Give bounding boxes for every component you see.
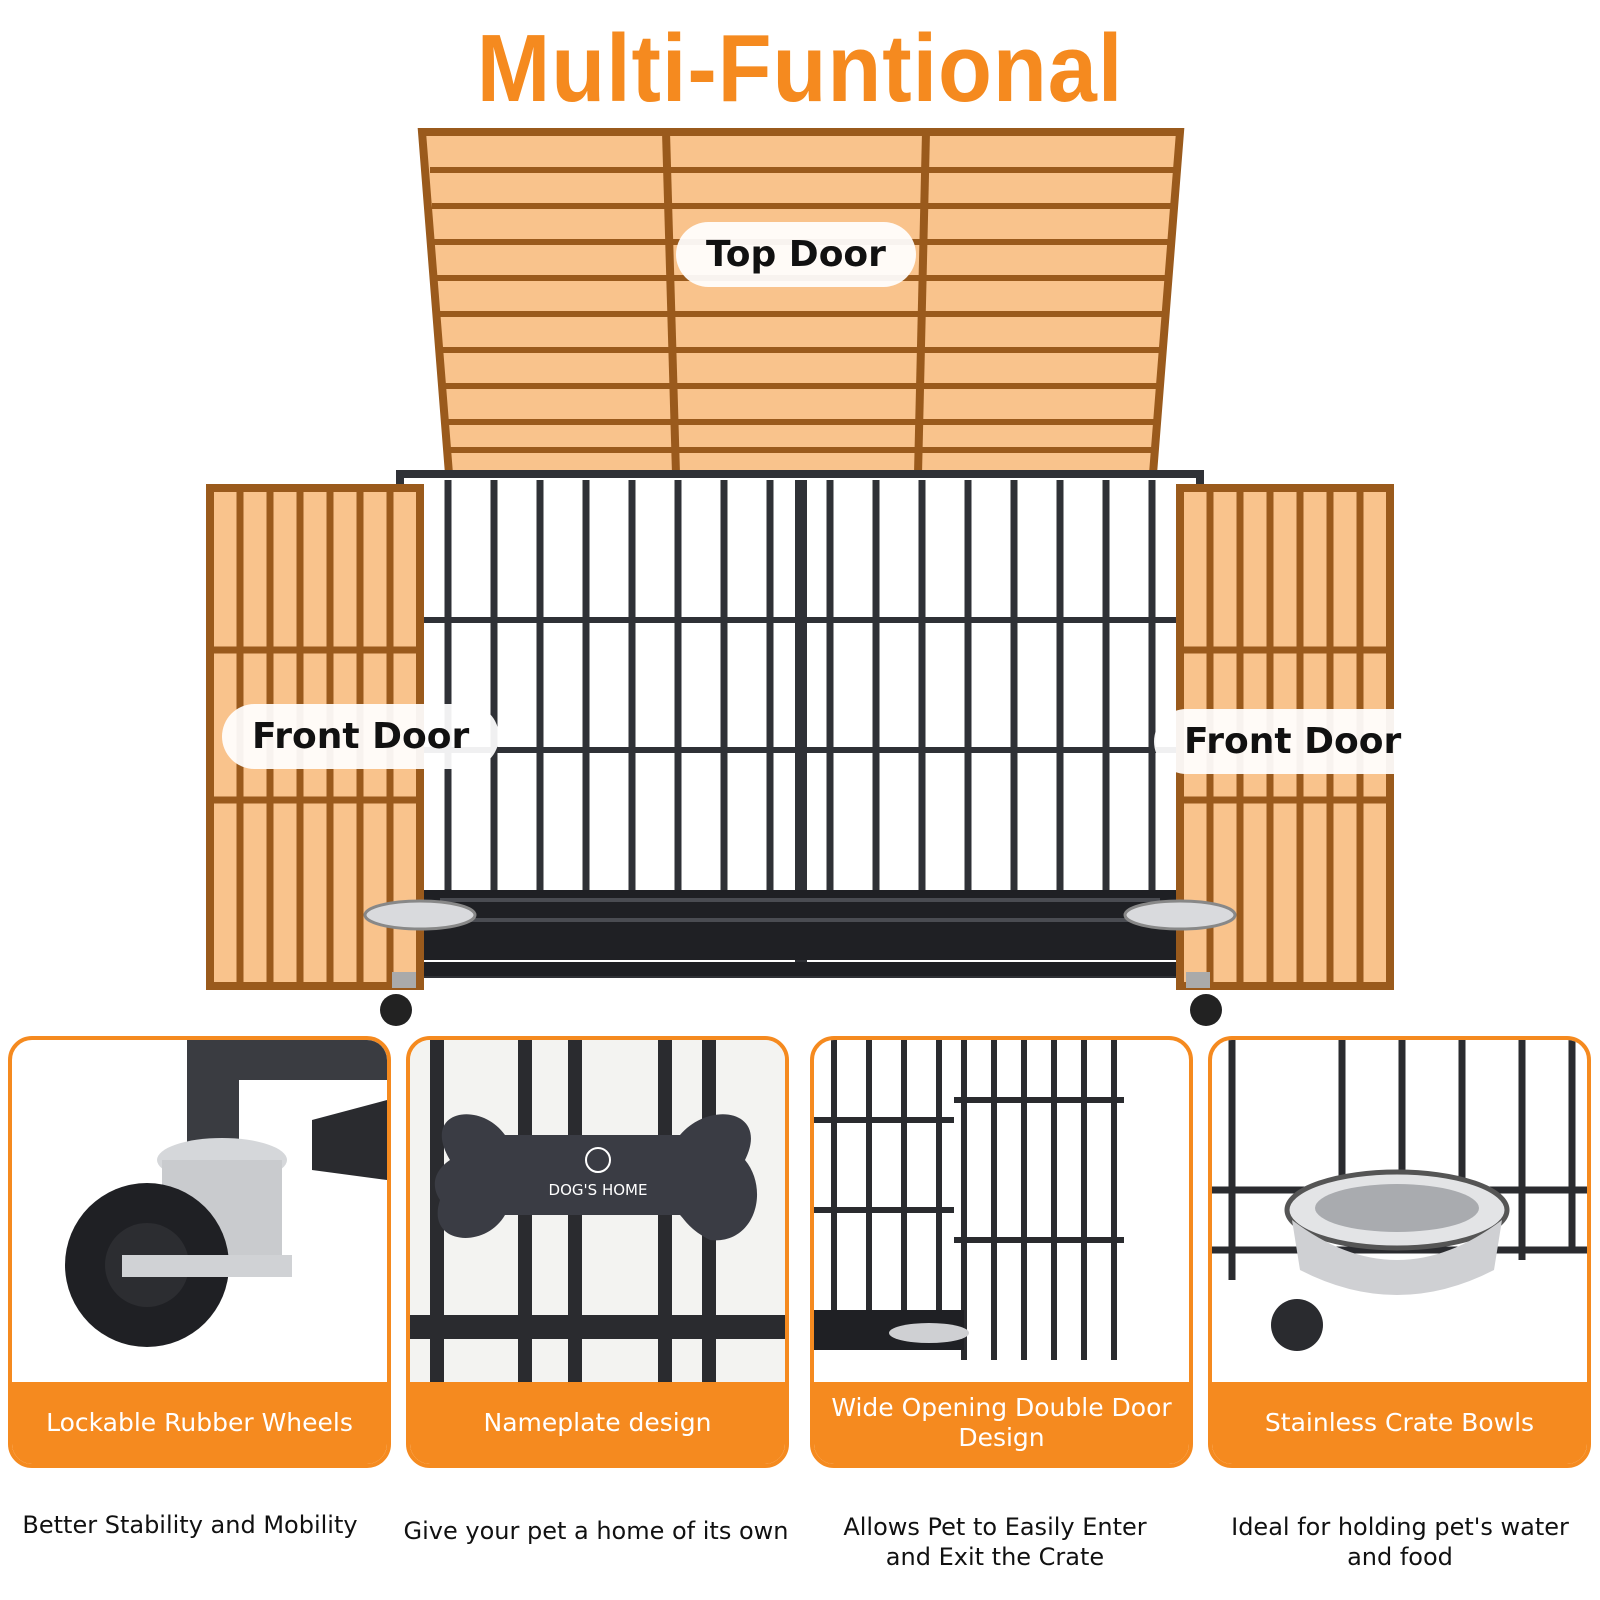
feature-caption: Give your pet a home of its own bbox=[403, 1517, 789, 1545]
nameplate-text: DOG'S HOME bbox=[549, 1181, 648, 1199]
top-door-label: Top Door bbox=[676, 222, 916, 287]
feature-card-double-door: Wide Opening Double Door Design bbox=[810, 1036, 1193, 1468]
feature-title: Stainless Crate Bowls bbox=[1212, 1382, 1587, 1464]
bowl-right bbox=[1123, 899, 1237, 931]
page-title: Multi-Funtional bbox=[476, 15, 1124, 122]
cage-body bbox=[396, 470, 1204, 978]
wheel-photo bbox=[65, 1040, 387, 1347]
feature-title: Lockable Rubber Wheels bbox=[12, 1382, 387, 1464]
double-door-photo bbox=[814, 1040, 1124, 1360]
front-door-right-label: Front Door bbox=[1154, 709, 1432, 774]
bowl-photo bbox=[1212, 1040, 1587, 1351]
feature-caption: Allows Pet to Easily Enter and Exit the … bbox=[843, 1513, 1147, 1571]
bowl-left bbox=[363, 899, 477, 931]
feature-title: Wide Opening Double Door Design bbox=[814, 1382, 1189, 1464]
top-door bbox=[417, 128, 1185, 478]
feature-card-nameplate: DOG'S HOME Nameplate design bbox=[406, 1036, 789, 1468]
feature-card-bowls: Stainless Crate Bowls bbox=[1208, 1036, 1591, 1468]
wheels bbox=[380, 972, 1222, 1026]
front-door-left-label: Front Door bbox=[222, 704, 500, 769]
feature-caption: Ideal for holding pet's water and food bbox=[1231, 1513, 1569, 1571]
feature-caption: Better Stability and Mobility bbox=[22, 1511, 358, 1539]
nameplate-photo: DOG'S HOME bbox=[410, 1040, 785, 1386]
feature-title: Nameplate design bbox=[410, 1382, 785, 1464]
dog-logo-icon bbox=[585, 1147, 611, 1173]
feature-card-wheels: Lockable Rubber Wheels bbox=[8, 1036, 391, 1468]
